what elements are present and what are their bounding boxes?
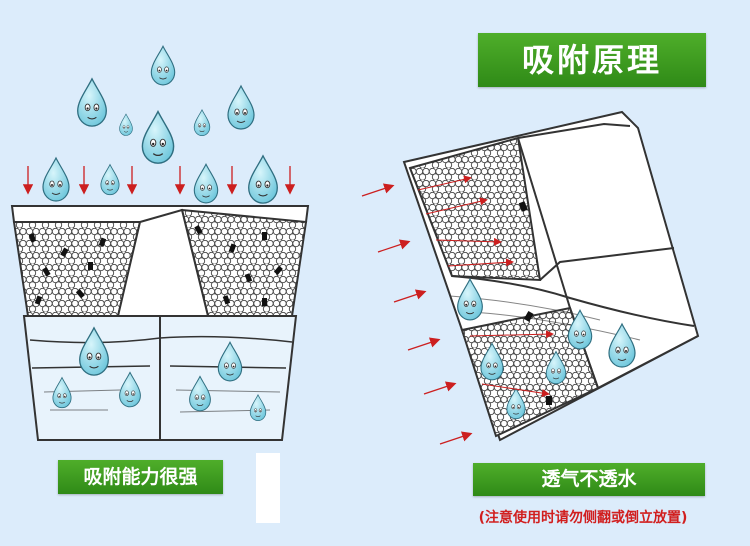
red-arrow-icon xyxy=(481,383,550,398)
water-drop-face-icon xyxy=(119,113,133,136)
down-arrows xyxy=(22,166,296,195)
red-arrow-icon xyxy=(423,381,457,395)
water-drop-face-icon xyxy=(42,157,70,202)
charcoal-bead-icon xyxy=(518,201,552,405)
red-arrow-icon xyxy=(439,431,473,445)
white-strip xyxy=(256,453,280,523)
red-arrow-icon xyxy=(361,183,395,197)
left-container xyxy=(10,205,310,441)
red-arrow-icon xyxy=(469,330,554,339)
water-drop-face-icon xyxy=(227,85,255,130)
water-drop-face-icon xyxy=(100,164,120,196)
internal-arrows xyxy=(417,175,554,398)
water-drop-face-icon xyxy=(193,109,211,136)
red-arrow-icon xyxy=(393,289,427,303)
red-arrow-icon xyxy=(435,237,502,246)
right-container xyxy=(402,110,700,442)
water-drop-face-icon xyxy=(193,163,219,204)
water-drop-face-icon xyxy=(248,155,278,204)
airflow-arrows xyxy=(361,183,473,445)
water-drop-face-icon xyxy=(141,110,175,164)
right-caption: 透气不透水 xyxy=(473,463,705,496)
water-drop-face-icon xyxy=(150,45,176,86)
red-arrow-icon xyxy=(425,197,488,215)
red-arrow-icon xyxy=(417,175,472,191)
charcoal-bead-icon xyxy=(28,225,283,306)
title-badge: 吸附原理 xyxy=(478,33,706,87)
red-arrow-icon xyxy=(377,239,411,253)
water-drop-face-icon xyxy=(77,78,107,127)
red-arrow-icon xyxy=(407,337,441,351)
usage-note: (注意使用时请勿侧翻或倒立放置) xyxy=(478,510,688,526)
red-arrow-icon xyxy=(447,258,514,267)
falling-droplets xyxy=(42,45,278,204)
left-caption: 吸附能力很强 xyxy=(58,460,223,494)
